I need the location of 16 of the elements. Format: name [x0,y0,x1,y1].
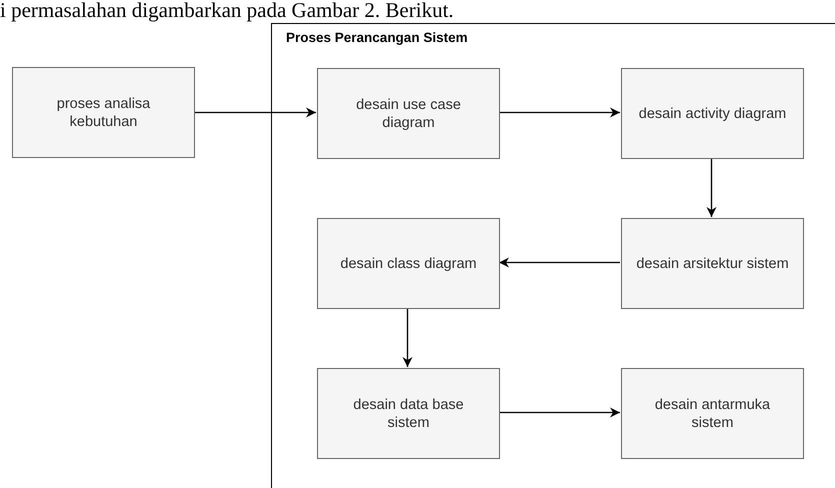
group-title: Proses Perancangan Sistem [286,30,468,45]
process-box: proses analisa kebutuhan [12,67,195,158]
process-box: desain data base sistem [317,368,500,459]
arrow [499,258,620,268]
arrow [402,308,412,367]
arrow [706,158,716,217]
process-box: desain use case diagram [317,68,500,159]
process-box: desain antarmuka sistem [621,368,804,459]
arrow [195,108,316,118]
process-box: desain arsitektur sistem [621,218,804,309]
body-text: i permasalahan digambarkan pada Gambar 2. Berikut. [0,0,454,23]
arrow [499,408,620,418]
group-container [271,23,835,488]
process-box: desain activity diagram [621,68,804,159]
process-box: desain class diagram [317,218,500,309]
arrow [499,108,620,118]
